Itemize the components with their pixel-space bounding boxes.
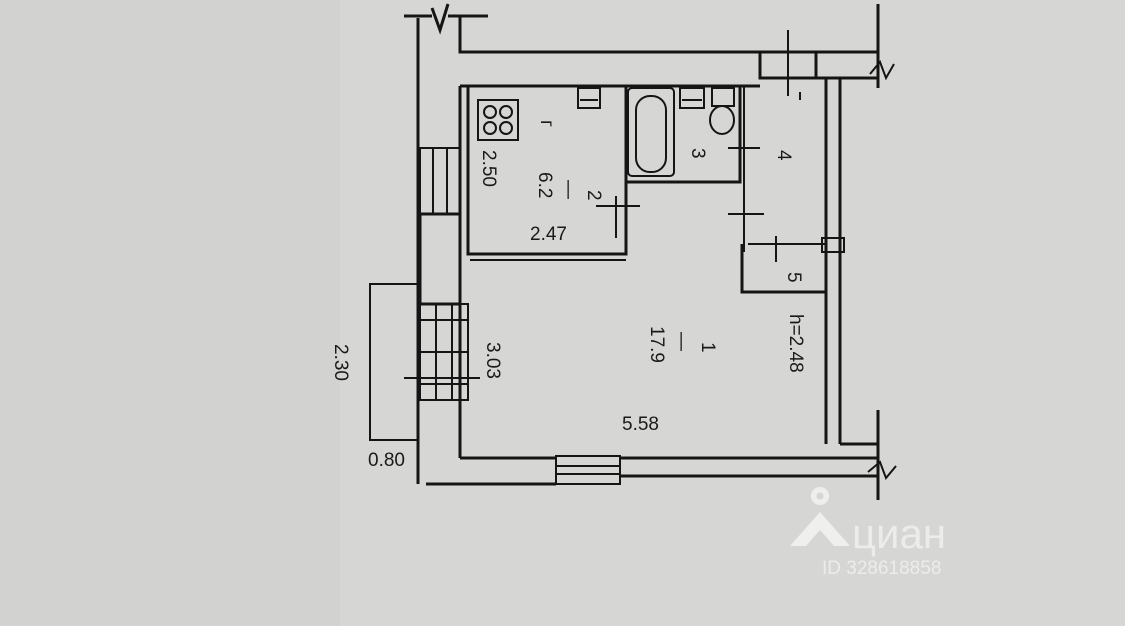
windows	[404, 147, 621, 485]
washbasin-icon	[679, 87, 705, 109]
closet-partition	[740, 244, 826, 294]
room-4-number: 4	[773, 150, 794, 161]
room-1-dash: —	[671, 332, 692, 351]
room-2-area: 6.2	[534, 172, 555, 198]
dimension-labels: 2.47 2.50 5.58 3.03 2.30 0.80 h=2.48	[330, 150, 806, 471]
fixtures	[477, 87, 735, 177]
room-3-number: 3	[687, 148, 708, 159]
balcony-length-label: 2.30	[330, 344, 351, 381]
room-2-number: 2	[583, 190, 604, 201]
watermark-listing-id: ID 328618858	[822, 558, 941, 579]
kitchen-partition	[466, 86, 628, 256]
bathroom-partition	[626, 86, 742, 184]
room-5-number: 5	[783, 272, 804, 283]
room-depth-label: 3.03	[482, 342, 503, 379]
room-1-area: 17.9	[646, 326, 667, 363]
kitchen-mark: г	[536, 120, 557, 127]
stove-icon	[477, 99, 519, 141]
toilet-bowl-icon	[709, 105, 735, 135]
kitchen-width-label: 2.47	[530, 224, 567, 245]
room-window	[555, 455, 621, 485]
bathtub-icon	[627, 87, 675, 177]
balcony	[369, 283, 418, 441]
room-1-number: 1	[697, 342, 718, 353]
top-wall-outer	[458, 16, 760, 54]
kitchen-sink-icon	[577, 87, 601, 109]
room-2-dash: —	[558, 180, 579, 199]
room-labels: г 2 — 6.2 3 4 5 1 — 17.9	[534, 120, 804, 363]
partitions	[466, 86, 826, 294]
ceiling-height-label: h=2.48	[785, 314, 806, 373]
room-width-label: 5.58	[622, 414, 659, 435]
cian-logo-icon	[790, 487, 850, 546]
kitchen-depth-label: 2.50	[478, 150, 499, 187]
balcony-depth-label: 0.80	[368, 450, 405, 471]
watermark: циан ID 328618858	[790, 487, 946, 579]
watermark-brand: циан	[852, 510, 946, 557]
